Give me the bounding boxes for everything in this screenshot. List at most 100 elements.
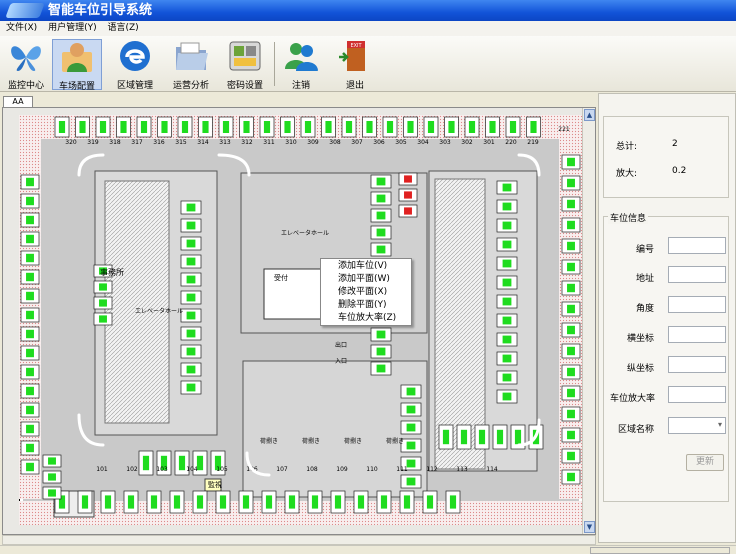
space-occupancy	[376, 347, 386, 356]
space-number: 305	[395, 139, 407, 146]
menu-file[interactable]: 文件(X)	[6, 23, 38, 33]
ctx-edit-plane[interactable]: 修改平面(X)	[338, 287, 388, 297]
space-occupancy	[26, 348, 34, 358]
field-label-x: 横坐标	[626, 334, 654, 344]
zoom-ratio-input[interactable]	[668, 386, 726, 403]
number-input[interactable]	[668, 237, 726, 254]
space-number: 113	[456, 466, 468, 473]
space-occupancy	[502, 335, 512, 344]
space-number: 306	[373, 139, 385, 146]
space-occupancy	[403, 495, 411, 509]
update-button[interactable]: 更新	[686, 454, 724, 471]
toolbar-operation-analysis[interactable]: 运营分析	[168, 39, 214, 91]
field-label-number: 编号	[635, 245, 654, 255]
ctx-delete-plane[interactable]: 删除平面(Y)	[338, 300, 387, 310]
space-occupancy	[406, 423, 416, 432]
space-occupancy	[58, 495, 66, 509]
space-occupancy	[173, 495, 181, 509]
space-occupancy	[366, 121, 373, 133]
horizontal-scrollbar[interactable]	[2, 535, 596, 545]
space-number: 105	[216, 466, 228, 473]
space-occupancy	[127, 495, 135, 509]
space-number: 315	[175, 139, 187, 146]
right-panel: 总计: 2 放大: 0.2 车位信息 编号 地址 角度 横坐标 纵坐标 车位放大…	[598, 93, 736, 543]
space-number: 112	[426, 466, 438, 473]
space-occupancy	[376, 228, 386, 237]
direction-arrow	[517, 153, 541, 177]
space-occupancy	[150, 495, 158, 509]
space-occupancy	[502, 202, 512, 211]
zoom-value: 0.2	[672, 166, 687, 176]
space-occupancy	[502, 373, 512, 382]
space-occupancy	[160, 455, 168, 471]
address-input[interactable]	[668, 266, 726, 283]
space-occupancy	[265, 495, 273, 509]
space-number: 317	[131, 139, 143, 146]
space-number: 301	[483, 139, 495, 146]
center-lower	[242, 360, 428, 498]
ctx-add-space[interactable]: 添加车位(V)	[338, 261, 388, 271]
space-number: 221	[558, 126, 570, 133]
tab-aa[interactable]: AA	[3, 96, 33, 107]
menu-language[interactable]: 语言(Z)	[107, 23, 139, 33]
space-occupancy	[26, 386, 34, 396]
exit-door-icon: EXIT	[339, 41, 365, 71]
space-occupancy	[567, 157, 575, 167]
space-number: 110	[366, 466, 378, 473]
space-occupancy	[376, 245, 386, 254]
space-occupancy	[502, 221, 512, 230]
angle-input[interactable]	[668, 296, 726, 313]
space-occupancy	[186, 203, 196, 212]
butterfly-icon	[11, 46, 41, 71]
menu-user-management[interactable]: 用户管理(Y)	[48, 23, 97, 33]
vertical-scrollbar[interactable]: ▲ ▼	[582, 108, 595, 534]
ctx-add-plane[interactable]: 添加平面(W)	[338, 274, 390, 284]
space-occupancy	[58, 121, 66, 133]
space-occupancy	[26, 215, 34, 225]
app-logo-icon	[5, 3, 45, 18]
toolbar-label: 注销	[291, 81, 310, 91]
scroll-up-arrow[interactable]: ▲	[584, 109, 595, 121]
space-occupancy	[48, 473, 56, 481]
office-label: 事務所	[100, 267, 124, 277]
window-title: 智能车位引导系统	[48, 3, 153, 18]
x-coordinate-input[interactable]	[668, 326, 726, 343]
toolbar-area-management[interactable]: 区域管理	[112, 39, 158, 91]
zoom-label: 放大:	[616, 169, 638, 179]
space-number: 109	[336, 466, 348, 473]
space-number: 220	[505, 139, 517, 146]
space-occupancy	[567, 346, 575, 356]
entrance-label: 入口	[335, 358, 347, 365]
space-occupancy	[288, 495, 296, 509]
area-name-dropdown[interactable]: ▾	[668, 417, 726, 434]
toolbar-parking-config[interactable]: 车场配置	[52, 39, 102, 92]
toolbar-logout[interactable]: 注销	[280, 39, 322, 91]
space-occupancy	[448, 121, 455, 133]
space-occupancy	[48, 457, 56, 465]
space-occupancy	[99, 299, 107, 307]
scroll-down-arrow[interactable]: ▼	[584, 521, 595, 533]
toolbar-label: 密码设置	[226, 81, 263, 91]
space-occupancy	[376, 194, 386, 203]
space-occupancy	[426, 495, 434, 509]
context-menu: 添加车位(V) 添加平面(W) 修改平面(X) 删除平面(Y) 车位放大率(Z)	[320, 258, 412, 326]
space-occupancy	[460, 429, 468, 445]
space-occupancy	[186, 311, 196, 320]
space-occupancy	[406, 477, 416, 486]
loading-label: 荷捌き	[344, 437, 362, 445]
space-occupancy	[502, 259, 512, 268]
space-occupancy	[140, 121, 148, 133]
y-coordinate-input[interactable]	[668, 356, 726, 373]
space-occupancy	[404, 191, 412, 199]
toolbar-password-settings[interactable]: 密码设置	[222, 39, 268, 91]
ctx-zoom-ratio[interactable]: 车位放大率(Z)	[338, 313, 397, 323]
space-number: 219	[527, 139, 539, 146]
space-occupancy	[386, 121, 394, 133]
toolbar-exit[interactable]: EXIT 退出	[334, 39, 376, 91]
toolbar-monitor-center[interactable]: 监控中心	[4, 39, 48, 91]
space-occupancy	[161, 121, 168, 133]
space-occupancy	[26, 310, 34, 320]
space-occupancy	[334, 495, 342, 509]
